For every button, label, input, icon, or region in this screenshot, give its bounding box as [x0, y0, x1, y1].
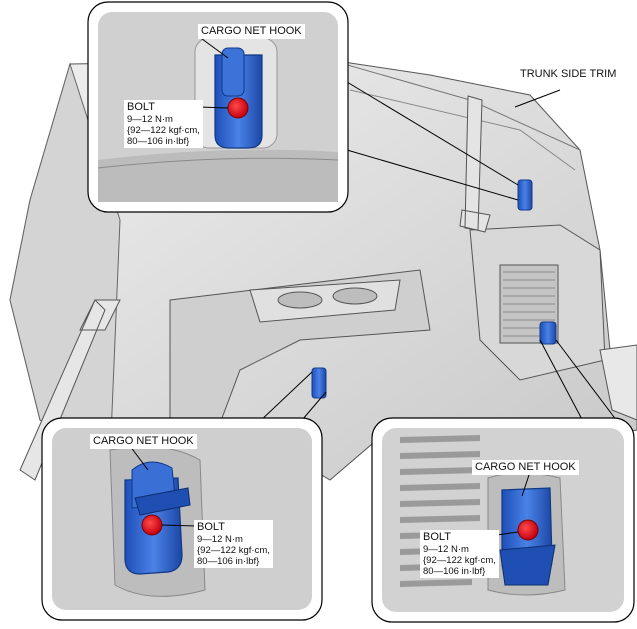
torque-kgf-bottom-right: {92—122 kgf·cm,	[423, 555, 496, 566]
torque-kgf-bottom-left: {92—122 kgf·cm,	[197, 545, 270, 556]
bolt-label-bottom-right: BOLT	[423, 531, 451, 543]
torque-nm-bottom-right: 9—12 N·m	[423, 544, 469, 555]
hook-marker-lower-right	[539, 321, 557, 345]
callout-top	[87, 1, 349, 213]
hook-marker-upper	[517, 179, 533, 211]
bolt-label-top: BOLT	[127, 101, 155, 113]
torque-inlbf-bottom-right: 80—106 in·lbf}	[423, 566, 486, 577]
cargo-net-hook-label-bottom-right: CARGO NET HOOK	[472, 460, 579, 475]
hook-marker-lower-left	[311, 367, 327, 399]
trunk-side-trim-label: TRUNK SIDE TRIM	[517, 67, 620, 82]
torque-inlbf-bottom-left: 80—106 in·lbf}	[197, 556, 260, 567]
bolt-top	[227, 97, 249, 119]
bolt-spec-bottom-right: BOLT 9—12 N·m {92—122 kgf·cm, 80—106 in·…	[420, 530, 499, 578]
torque-nm-bottom-left: 9—12 N·m	[197, 534, 243, 545]
callout-bottom-right	[371, 417, 635, 623]
bolt-bottom-left	[141, 514, 163, 536]
torque-kgf-top: {92—122 kgf·cm,	[127, 125, 200, 136]
cargo-net-hook-label-bottom-left: CARGO NET HOOK	[90, 434, 197, 449]
bolt-spec-top: BOLT 9—12 N·m {92—122 kgf·cm, 80—106 in·…	[124, 100, 203, 148]
bolt-label-bottom-left: BOLT	[197, 521, 225, 533]
torque-inlbf-top: 80—106 in·lbf}	[127, 136, 190, 147]
torque-nm-top: 9—12 N·m	[127, 114, 173, 125]
seat-belt-right	[459, 95, 491, 233]
cargo-net-hook-label-top: CARGO NET HOOK	[198, 24, 305, 39]
bolt-spec-bottom-left: BOLT 9—12 N·m {92—122 kgf·cm, 80—106 in·…	[194, 520, 273, 568]
bolt-bottom-right	[517, 519, 539, 541]
